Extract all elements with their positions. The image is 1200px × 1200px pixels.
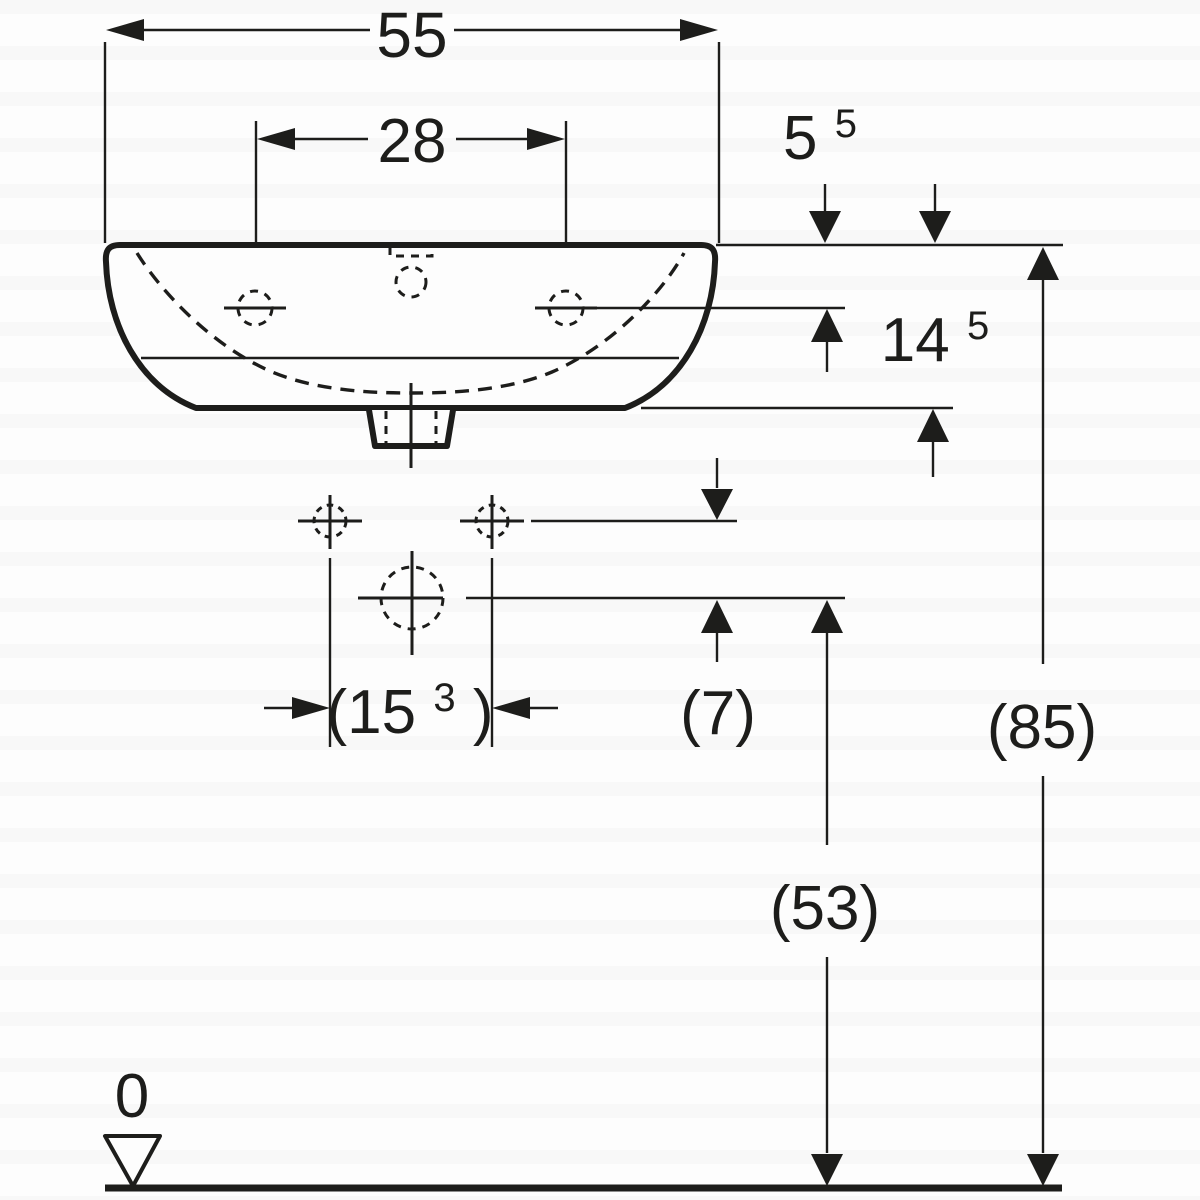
dim-rim-to-holes-main: 5	[783, 104, 817, 173]
tap-hole-top-hidden-edge	[388, 247, 434, 258]
dim-overall-width-label: 55	[376, 0, 447, 71]
tap-hole	[394, 265, 428, 299]
dim-tap-hole-spacing-label: 28	[378, 107, 447, 176]
datum-triangle-icon	[103, 1134, 162, 1188]
dim-fixing-to-trap-label: (7)	[680, 679, 756, 748]
dim-trap-height: (53)	[770, 600, 880, 1186]
arrow-up-icon	[1027, 247, 1059, 280]
arrow-down-icon	[701, 489, 733, 520]
basin-outline	[102, 242, 719, 411]
dim-outlet-offset-sup: 3	[433, 676, 455, 720]
arrow-up-icon	[811, 309, 843, 342]
arrow-down-icon	[811, 1154, 843, 1186]
dim-rim-to-holes-label: 5 5	[783, 102, 857, 173]
dim-basin-height-sup: 5	[967, 304, 989, 348]
dim-fixing-to-trap: (7)	[680, 458, 756, 748]
dim-outlet-offset-open: (15	[327, 678, 417, 747]
dim-overall-width: 55	[103, 0, 721, 243]
floor-datum-label: 0	[115, 1062, 149, 1131]
dim-fixing-to-outlet-offset: (15 3 )	[264, 558, 558, 747]
wall-fixing-point-right	[460, 495, 524, 549]
trap-connection-hole	[358, 551, 845, 655]
arrow-down-icon	[1027, 1154, 1059, 1186]
arrow-down-icon	[809, 211, 841, 243]
arrow-right-icon	[680, 19, 718, 41]
arrow-left-icon	[106, 19, 144, 41]
arrow-left-icon	[492, 697, 530, 719]
dim-outlet-offset-label: (15 3 )	[327, 656, 494, 747]
arrow-right-icon	[527, 128, 565, 150]
dim-trap-height-label: (53)	[770, 874, 880, 943]
dim-basin-front-height: 14 5	[881, 184, 989, 477]
dim-tap-hole-spacing: 28	[254, 107, 568, 338]
arrow-right-icon	[292, 697, 330, 719]
arrow-left-icon	[257, 128, 295, 150]
dim-outlet-offset-close: )	[473, 678, 494, 747]
dim-rim-to-holes-sup: 5	[835, 102, 857, 146]
floor-datum: 0	[103, 1062, 1062, 1192]
dim-basin-height-main: 14	[881, 306, 950, 375]
fixing-hole-right	[535, 289, 597, 327]
fixing-hole-left	[224, 289, 286, 327]
arrow-up-icon	[701, 600, 733, 633]
arrow-up-icon	[917, 409, 949, 442]
dim-basin-height-label: 14 5	[881, 304, 989, 375]
wall-fixing-point-left	[298, 495, 362, 549]
drain-outlet	[366, 383, 456, 468]
arrow-up-icon	[811, 600, 843, 633]
dim-rim-height-label: (85)	[987, 693, 1097, 762]
dim-rim-height: (85)	[987, 247, 1097, 1186]
dim-rim-to-fixing-holes: 5 5	[783, 102, 857, 372]
arrow-down-icon	[919, 211, 951, 243]
